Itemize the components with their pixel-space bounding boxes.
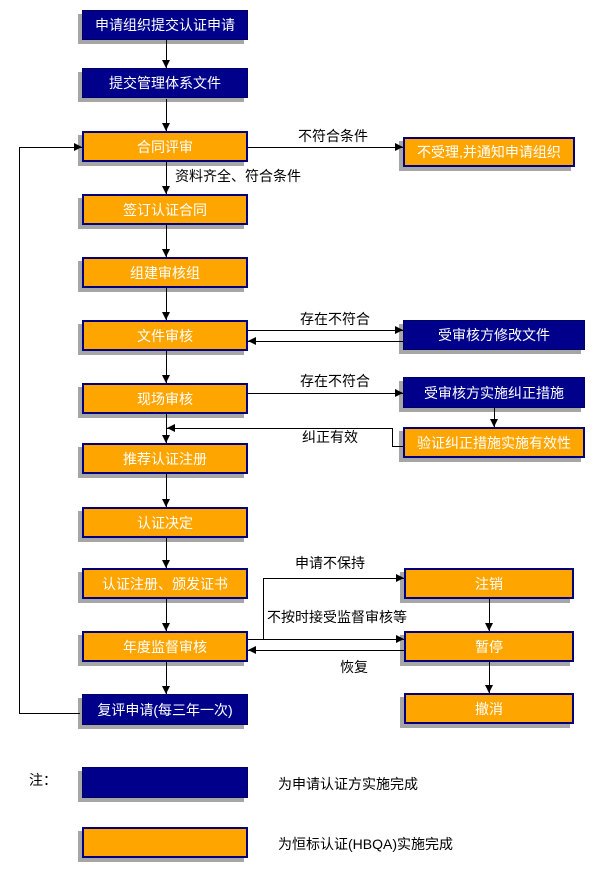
flow-node-contract-review: 合同评审 (82, 131, 248, 162)
legend-label-applicant: 为申请认证方实施完成 (278, 776, 418, 792)
connector-line (392, 446, 403, 447)
connector-line (167, 428, 392, 429)
flow-node-recommend-registration: 推荐认证注册 (82, 443, 248, 474)
flow-node-withdraw: 撤消 (404, 693, 574, 724)
edge-label-no-maintain: 申请不保持 (295, 555, 365, 571)
arrowhead-down-icon (490, 419, 498, 427)
connector-line (166, 40, 167, 68)
flow-node-cancel: 注销 (404, 568, 574, 599)
flow-node-reassessment: 复评申请(每三年一次) (82, 694, 248, 725)
connector-line (166, 538, 167, 568)
flow-node-sign-contract: 签订认证合同 (82, 194, 248, 225)
edge-label-nonconformity-doc: 存在不符合 (300, 311, 370, 327)
flow-node-submit-application: 申请组织提交认证申请 (82, 10, 248, 40)
flow-node-auditee-corrective-action: 受审核方实施纠正措施 (403, 377, 585, 408)
arrowhead-down-icon (162, 560, 170, 568)
arrowhead-left-icon (167, 424, 175, 432)
connector-line (166, 162, 167, 194)
arrowhead-right-icon (395, 143, 403, 151)
connector-line (166, 225, 167, 257)
flow-node-verify-corrective-action: 验证纠正措施实施有效性 (403, 427, 585, 458)
arrowhead-down-icon (162, 60, 170, 68)
connector-line (489, 662, 490, 693)
flow-node-suspend: 暂停 (404, 631, 574, 662)
arrowhead-left-icon (248, 337, 256, 345)
flow-node-submit-docs: 提交管理体系文件 (82, 68, 248, 98)
connector-line (166, 351, 167, 383)
connector-line (248, 147, 403, 148)
connector-line (166, 474, 167, 507)
flow-node-register-issue-cert: 认证注册、颁发证书 (82, 568, 248, 599)
arrowhead-down-icon (162, 312, 170, 320)
flow-node-auditee-modify-docs: 受审核方修改文件 (403, 320, 585, 350)
flow-node-reject-notify: 不受理,并通知申请组织 (403, 137, 575, 167)
connector-line (392, 428, 393, 446)
connector-line (19, 147, 82, 148)
arrowhead-right-icon (395, 389, 403, 397)
arrowhead-right-icon (74, 143, 82, 151)
connector-line (166, 414, 167, 443)
arrowhead-down-icon (162, 249, 170, 257)
legend-note: 注： (29, 772, 57, 788)
connector-line (166, 599, 167, 631)
connector-line (19, 147, 20, 713)
arrowhead-right-icon (396, 574, 404, 582)
flow-node-site-audit: 现场审核 (82, 383, 248, 414)
edge-label-nonconformity-site: 存在不符合 (300, 373, 370, 389)
arrowhead-down-icon (162, 186, 170, 194)
arrowhead-down-icon (162, 499, 170, 507)
connector-line (263, 578, 264, 639)
arrowhead-down-icon (485, 685, 493, 693)
connector-line (489, 599, 490, 631)
edge-label-not-qualified: 不符合条件 (298, 128, 368, 144)
arrowhead-down-icon (162, 623, 170, 631)
connector-line (248, 639, 404, 640)
connector-line (263, 578, 404, 579)
edge-label-qualified: 资料齐全、符合条件 (175, 168, 301, 184)
edge-label-resume: 恢复 (340, 659, 368, 675)
arrowhead-right-icon (396, 635, 404, 643)
legend-swatch-applicant (82, 767, 248, 798)
edge-label-correction-effective: 纠正有效 (302, 429, 358, 445)
flow-node-doc-audit: 文件审核 (82, 320, 248, 351)
connector-line (19, 713, 80, 714)
connector-line (166, 288, 167, 320)
arrowhead-down-icon (162, 435, 170, 443)
connector-line (248, 341, 403, 342)
legend-label-certifier: 为恒标认证(HBQA)实施完成 (278, 836, 453, 852)
arrowhead-down-icon (162, 686, 170, 694)
connector-line (248, 393, 403, 394)
arrowhead-down-icon (162, 375, 170, 383)
flow-node-form-audit-team: 组建审核组 (82, 257, 248, 288)
legend-swatch-certifier (82, 827, 248, 858)
arrowhead-down-icon (485, 623, 493, 631)
connector-line (166, 99, 167, 131)
arrowhead-right-icon (395, 326, 403, 334)
flow-node-certification-decision: 认证决定 (82, 507, 248, 538)
flow-node-annual-surveillance: 年度监督审核 (82, 631, 248, 662)
arrowhead-down-icon (162, 123, 170, 131)
edge-label-no-surveillance: 不按时接受监督审核等 (267, 609, 407, 625)
connector-line (494, 408, 495, 427)
connector-line (248, 330, 403, 331)
connector-line (166, 662, 167, 694)
connector-line (248, 650, 404, 651)
arrowhead-left-icon (248, 646, 256, 654)
